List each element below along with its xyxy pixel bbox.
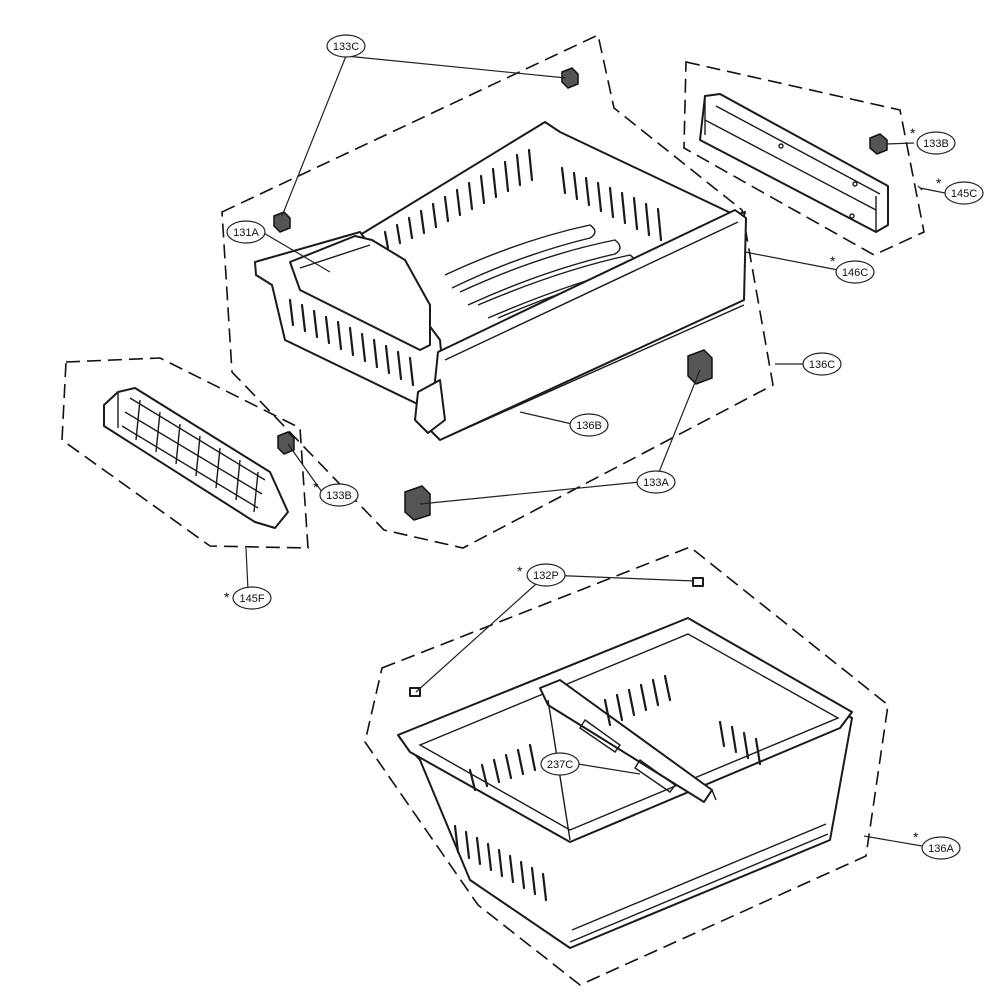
callout-star: * (910, 125, 916, 141)
rear-wall-slots (383, 148, 663, 250)
rail-145F (103, 387, 289, 529)
callout-145F: 145F (232, 586, 272, 610)
upper-drawer-136B (254, 121, 747, 441)
group-outline-rail-145C (683, 61, 925, 256)
callout-label: 237C (547, 759, 573, 771)
lower-bin-136A (397, 617, 853, 949)
callout-146C: 146C (835, 260, 875, 284)
pad-132P-left (409, 687, 421, 697)
clip-133B-left (277, 431, 295, 455)
callout-133B-left: 133B (319, 483, 359, 507)
callout-label: 145F (239, 593, 264, 605)
callout-133B-right: 133B (916, 131, 956, 155)
clip-133A-left (404, 485, 431, 521)
clip-133C-top (561, 67, 579, 89)
callout-133A: 133A (636, 470, 676, 494)
divider-237C (539, 679, 713, 803)
callout-star: * (913, 829, 919, 845)
group-outline-rail-145F (61, 357, 309, 549)
callout-label: 131A (233, 227, 259, 239)
callout-237C: 237C (540, 752, 580, 776)
callout-label: 136C (809, 359, 835, 371)
group-outline-lower-bin (364, 546, 889, 986)
callout-label: 132P (533, 570, 559, 582)
callout-133C: 133C (326, 34, 366, 58)
callout-star: * (830, 253, 836, 269)
callout-132P: 132P (526, 563, 566, 587)
pad-132P-right (692, 577, 704, 587)
callout-label: 136B (576, 420, 602, 432)
group-outline-upper-drawer (221, 33, 774, 549)
callout-label: 133A (643, 477, 669, 489)
clip-133B-right (869, 133, 888, 155)
callout-label: 133B (326, 490, 352, 502)
bin-interior-slots (468, 674, 762, 792)
clip-133A-right (687, 349, 713, 385)
inner-compartment-131A (289, 235, 431, 351)
side-wall-slots (288, 298, 415, 387)
callout-label: 133B (923, 138, 949, 150)
callout-label: 145C (951, 188, 977, 200)
bin-side-slots (453, 824, 548, 902)
callout-145C: 145C (944, 181, 984, 205)
callout-label: 133C (333, 41, 359, 53)
callout-star: * (936, 175, 942, 191)
callout-131A: 131A (226, 220, 266, 244)
callout-star: * (224, 589, 230, 605)
callout-136B: 136B (569, 413, 609, 437)
callout-136A: 136A (921, 836, 961, 860)
leader-lines (245, 55, 946, 847)
callout-star: * (517, 563, 523, 579)
callout-136C: 136C (802, 352, 842, 376)
callout-star: * (313, 479, 319, 495)
rail-145F-grid (121, 397, 266, 513)
callout-label: 136A (928, 843, 954, 855)
callout-label: 146C (842, 267, 868, 279)
rail-145C (699, 93, 889, 233)
